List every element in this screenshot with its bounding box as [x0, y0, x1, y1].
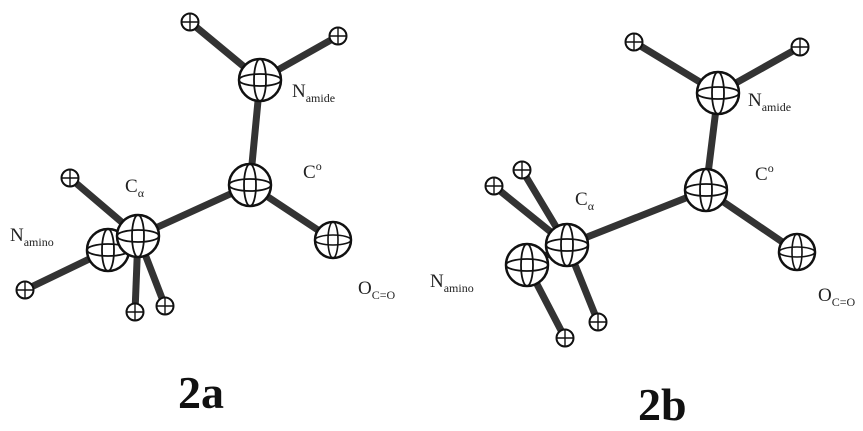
amino-nitrogen-atom [504, 242, 550, 288]
label-n-amino: Namino [10, 225, 54, 249]
label-n-amide: Namide [292, 81, 335, 105]
atom-labels-2a: Namide Co Cα Namino OC=O [10, 81, 396, 302]
label-n-amide: Namide [748, 90, 791, 114]
label-c-alpha: Cα [125, 176, 145, 200]
bonds-2b [490, 38, 804, 342]
panel-label-2b: 2b [638, 379, 687, 430]
panel-2b: Namide Co Cα Namino OC=O 2b [430, 32, 856, 430]
alpha-carbon-atom [115, 213, 161, 259]
carbonyl-carbon-atom [227, 162, 273, 208]
hydrogen-atom [555, 328, 575, 348]
label-c-alpha: Cα [575, 189, 595, 213]
label-o-carbonyl: OC=O [818, 285, 856, 309]
carbonyl-oxygen-atom [777, 232, 817, 272]
hydrogen-atom [588, 312, 608, 332]
label-c-carbonyl: Co [303, 159, 322, 183]
hydrogen-atom [328, 26, 348, 46]
hydrogen-atom [180, 12, 200, 32]
panel-2a: Namide Co Cα Namino OC=O 2a [10, 12, 396, 418]
carbonyl-oxygen-atom [313, 220, 353, 260]
label-o-carbonyl: OC=O [358, 278, 396, 302]
alpha-carbon-atom [544, 222, 590, 268]
hydrogen-atom [512, 160, 532, 180]
hydrogen-atom [484, 176, 504, 196]
label-c-carbonyl: Co [755, 161, 774, 185]
amide-nitrogen-atom [237, 57, 283, 103]
hydrogen-atom [15, 280, 35, 300]
hydrogen-atom [60, 168, 80, 188]
hydrogen-atom [790, 37, 810, 57]
hydrogen-atom [155, 296, 175, 316]
panel-label-2a: 2a [178, 367, 224, 418]
amide-nitrogen-atom [695, 70, 741, 116]
bonds-2a [21, 18, 342, 316]
label-n-amino: Namino [430, 271, 474, 295]
carbonyl-carbon-atom [683, 167, 729, 213]
hydrogen-atom [125, 302, 145, 322]
hydrogen-atom [624, 32, 644, 52]
atom-labels-2b: Namide Co Cα Namino OC=O [430, 90, 856, 309]
